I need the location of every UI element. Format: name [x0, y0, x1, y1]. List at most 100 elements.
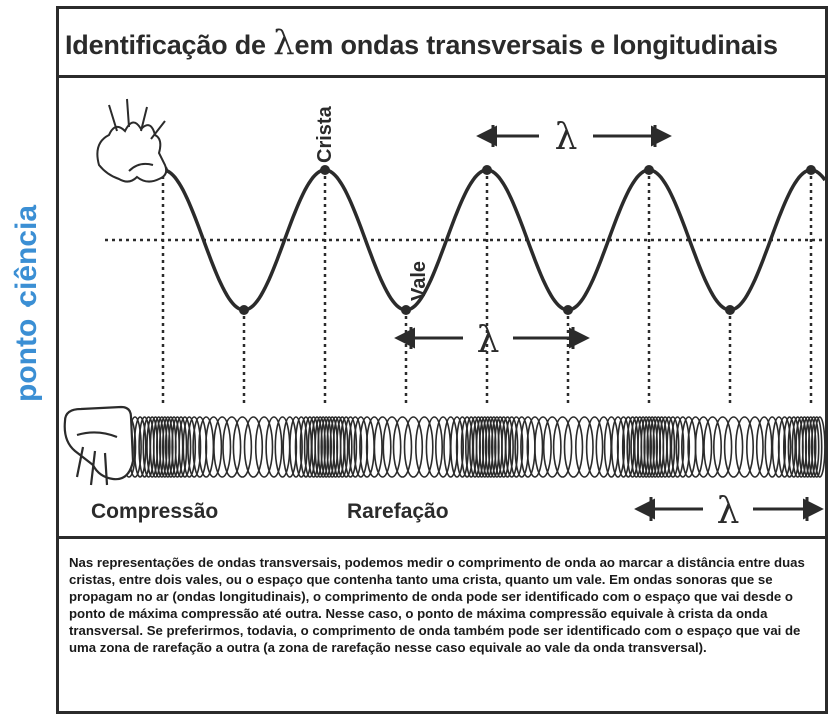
spring-coil [339, 416, 353, 478]
spring-coil [449, 416, 464, 478]
spring-coil [311, 416, 323, 478]
spring-coil [542, 416, 562, 478]
spring-coil [505, 416, 519, 478]
spring-coil [640, 416, 653, 478]
lambda-compression-to-compression [634, 497, 824, 521]
spring-coil [178, 416, 192, 478]
spring-coil [563, 416, 584, 478]
spring-coil [637, 416, 649, 478]
spring-coil [478, 416, 491, 478]
description-text: Nas representações de ondas transversais… [69, 555, 805, 655]
brand-part2: ciência [10, 205, 43, 307]
lambda-symbol-middle: λ [477, 320, 500, 361]
brand-dot-icon [25, 301, 31, 307]
spring-coil [807, 416, 820, 478]
svg-text:pontociência: ponto ciência [10, 205, 43, 402]
diagram-frame: Identificação de λem ondas transversais … [56, 6, 828, 714]
description-divider [59, 536, 825, 539]
spring-coil [282, 416, 298, 478]
spring-coil [810, 416, 823, 478]
spring-coil [585, 416, 604, 478]
spring-coil [694, 416, 713, 478]
spring-coil [435, 416, 452, 478]
spring-coil [616, 416, 631, 478]
page-title: Identificação de λem ondas transversais … [65, 23, 778, 63]
spring-coil [481, 416, 494, 478]
crest-point [320, 165, 330, 175]
brand-part1: ponto [10, 319, 43, 402]
wave-curve [162, 168, 825, 312]
spring-coil [373, 416, 392, 478]
spring-coil [174, 416, 188, 478]
spring-coil [723, 416, 744, 478]
crest-point [644, 165, 654, 175]
trough-point [239, 305, 249, 315]
spring-coil [205, 416, 223, 478]
spring-coil [670, 416, 685, 478]
transverse-wave [105, 165, 825, 405]
ponto-ciencia-logo: ponto ciência [10, 205, 43, 402]
spring-coil [552, 416, 573, 478]
spring-coil [575, 416, 594, 478]
spring-coil [343, 416, 358, 478]
spring-coil [712, 416, 733, 478]
label-vale: Vale [408, 261, 430, 301]
spring-coil [643, 416, 656, 478]
spring-coil [687, 416, 704, 478]
spring-coil [159, 416, 171, 478]
spring-coil [187, 416, 202, 478]
lambda-trough-to-trough [394, 327, 590, 349]
spring-coil [222, 416, 242, 478]
spring-coil [182, 416, 197, 478]
spring-coil [317, 416, 330, 478]
spring-coil [782, 416, 796, 478]
label-crista: Crista [314, 105, 336, 163]
lambda-crest-to-crest [476, 125, 672, 147]
spring-coil [152, 416, 165, 478]
spring-coil [801, 416, 814, 478]
spring-coil [314, 416, 327, 478]
label-compressao: Compressão [91, 500, 218, 523]
spring-coil [771, 416, 787, 478]
spring-coil [497, 416, 510, 478]
label-rarefacao: Rarefação [347, 500, 449, 523]
spring-coil [232, 416, 253, 478]
spring-coil [755, 416, 773, 478]
spring-coil [798, 416, 811, 478]
spring-coil [534, 416, 552, 478]
spring-coil [425, 416, 443, 478]
title-prefix: Identificação de [65, 30, 274, 60]
spring-coil [746, 416, 764, 478]
spring-coil [526, 416, 544, 478]
crest-point [482, 165, 492, 175]
spring-coil [213, 416, 232, 478]
trough-point [725, 305, 735, 315]
spring-coil [382, 416, 402, 478]
spring-coil [294, 416, 308, 478]
spring-coil [501, 416, 514, 478]
spring-coil [320, 416, 333, 478]
spring-coil [666, 416, 680, 478]
lambda-symbol-top: λ [555, 117, 578, 158]
spring-coil [133, 416, 147, 478]
crest-point [806, 165, 816, 175]
spring-coil [734, 416, 754, 478]
spring-coil [289, 416, 303, 478]
spring-coil [265, 416, 283, 478]
spring-coil [414, 416, 434, 478]
spring-coil [509, 416, 524, 478]
spring-coil [475, 416, 488, 478]
spring-coil [514, 416, 530, 478]
spring-coil [595, 416, 612, 478]
spring-coil [365, 416, 383, 478]
spring-coil [675, 416, 691, 478]
longitudinal-spring [121, 416, 825, 478]
title-suffix: em ondas transversais e longitudinais [294, 30, 778, 60]
trough-point [401, 305, 411, 315]
spring-coil [804, 416, 817, 478]
spring-coil [813, 416, 825, 478]
spring-coil [658, 416, 672, 478]
title-lambda-symbol: λ [273, 23, 295, 63]
spring-coil [156, 416, 168, 478]
spring-coil [703, 416, 723, 478]
